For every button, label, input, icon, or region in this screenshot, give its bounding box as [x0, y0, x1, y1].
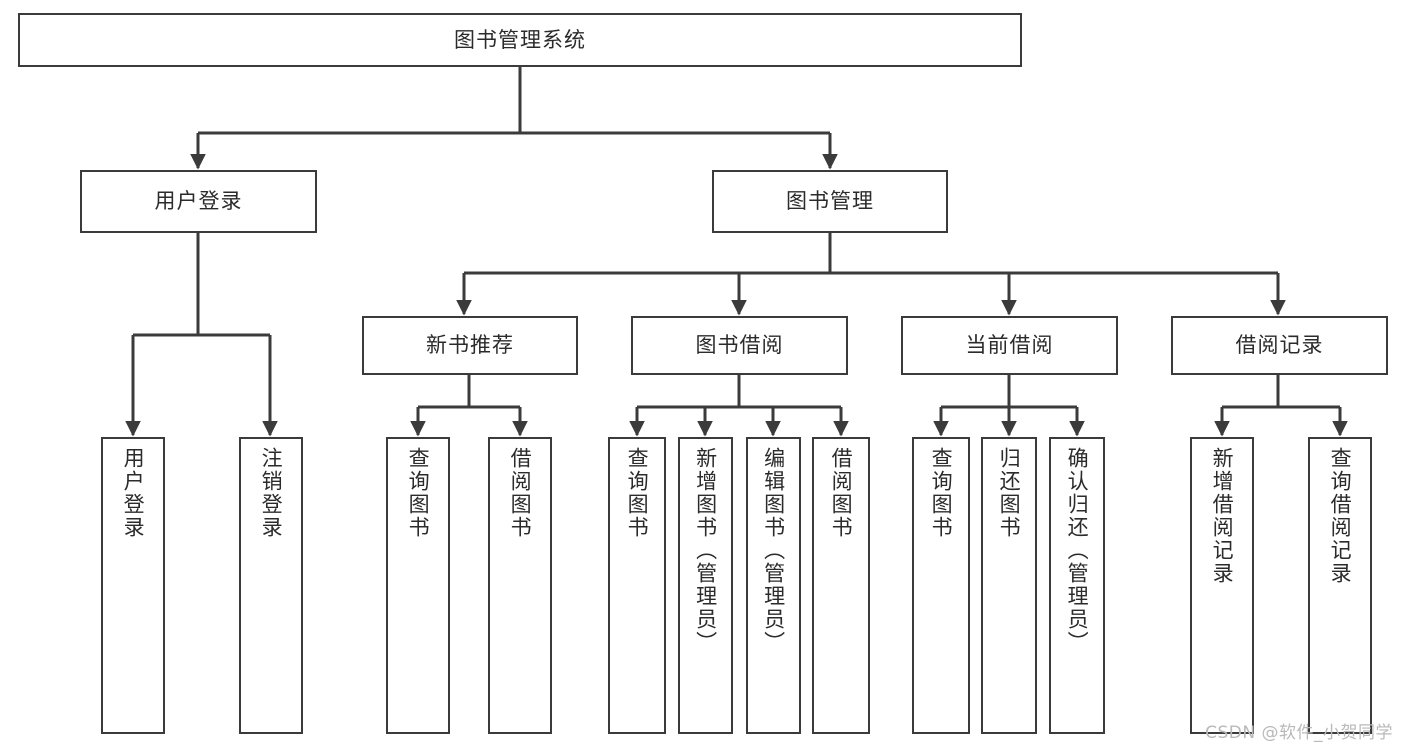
node-leaf-add-book-label: 新增图书（管理员） — [693, 447, 718, 654]
node-book-manage[interactable]: 图书管理 — [712, 170, 948, 233]
node-leaf-add-record[interactable]: 新增借阅记录 — [1190, 437, 1254, 734]
node-leaf-query-book-2[interactable]: 查询图书 — [608, 437, 666, 734]
node-user-login-label: 用户登录 — [154, 189, 243, 214]
node-user-login[interactable]: 用户登录 — [80, 170, 317, 233]
node-leaf-borrow-book-1-label: 借阅图书 — [508, 447, 533, 539]
node-leaf-add-book[interactable]: 新增图书（管理员） — [678, 437, 733, 734]
node-leaf-confirm-return-label: 确认归还（管理员） — [1065, 447, 1090, 654]
node-root-label: 图书管理系统 — [454, 27, 586, 52]
node-new-book-recommend-label: 新书推荐 — [426, 333, 514, 358]
node-root[interactable]: 图书管理系统 — [18, 13, 1022, 67]
node-leaf-query-record[interactable]: 查询借阅记录 — [1308, 437, 1372, 734]
node-leaf-logout-label: 注销登录 — [259, 447, 284, 539]
node-leaf-borrow-book-1[interactable]: 借阅图书 — [488, 437, 552, 734]
node-new-book-recommend[interactable]: 新书推荐 — [362, 316, 578, 375]
node-book-borrow-label: 图书借阅 — [695, 333, 784, 358]
node-book-borrow[interactable]: 图书借阅 — [631, 316, 848, 375]
node-leaf-edit-book[interactable]: 编辑图书（管理员） — [746, 437, 801, 734]
node-leaf-borrow-book-2[interactable]: 借阅图书 — [812, 437, 870, 734]
csdn-watermark: CSDN @软件_小贺同学 — [1205, 723, 1393, 743]
node-leaf-query-record-label: 查询借阅记录 — [1328, 447, 1353, 585]
node-leaf-confirm-return[interactable]: 确认归还（管理员） — [1049, 437, 1105, 734]
node-leaf-query-book-1[interactable]: 查询图书 — [386, 437, 450, 734]
node-leaf-add-record-label: 新增借阅记录 — [1210, 447, 1235, 585]
node-leaf-query-book-2-label: 查询图书 — [625, 447, 650, 539]
node-leaf-query-book-3[interactable]: 查询图书 — [912, 437, 970, 734]
node-leaf-return-book[interactable]: 归还图书 — [981, 437, 1037, 734]
node-borrow-record[interactable]: 借阅记录 — [1171, 316, 1388, 375]
node-leaf-user-login[interactable]: 用户登录 — [101, 437, 165, 734]
node-book-manage-label: 图书管理 — [786, 189, 874, 214]
node-leaf-return-book-label: 归还图书 — [997, 447, 1022, 539]
node-leaf-borrow-book-2-label: 借阅图书 — [829, 447, 854, 539]
node-leaf-query-book-3-label: 查询图书 — [929, 447, 954, 539]
node-current-borrow-label: 当前借阅 — [965, 333, 1054, 358]
node-leaf-user-login-label: 用户登录 — [121, 447, 146, 539]
node-leaf-query-book-1-label: 查询图书 — [406, 447, 431, 539]
node-leaf-logout[interactable]: 注销登录 — [239, 437, 303, 734]
node-borrow-record-label: 借阅记录 — [1235, 333, 1324, 358]
node-leaf-edit-book-label: 编辑图书（管理员） — [761, 447, 786, 654]
node-current-borrow[interactable]: 当前借阅 — [901, 316, 1118, 375]
